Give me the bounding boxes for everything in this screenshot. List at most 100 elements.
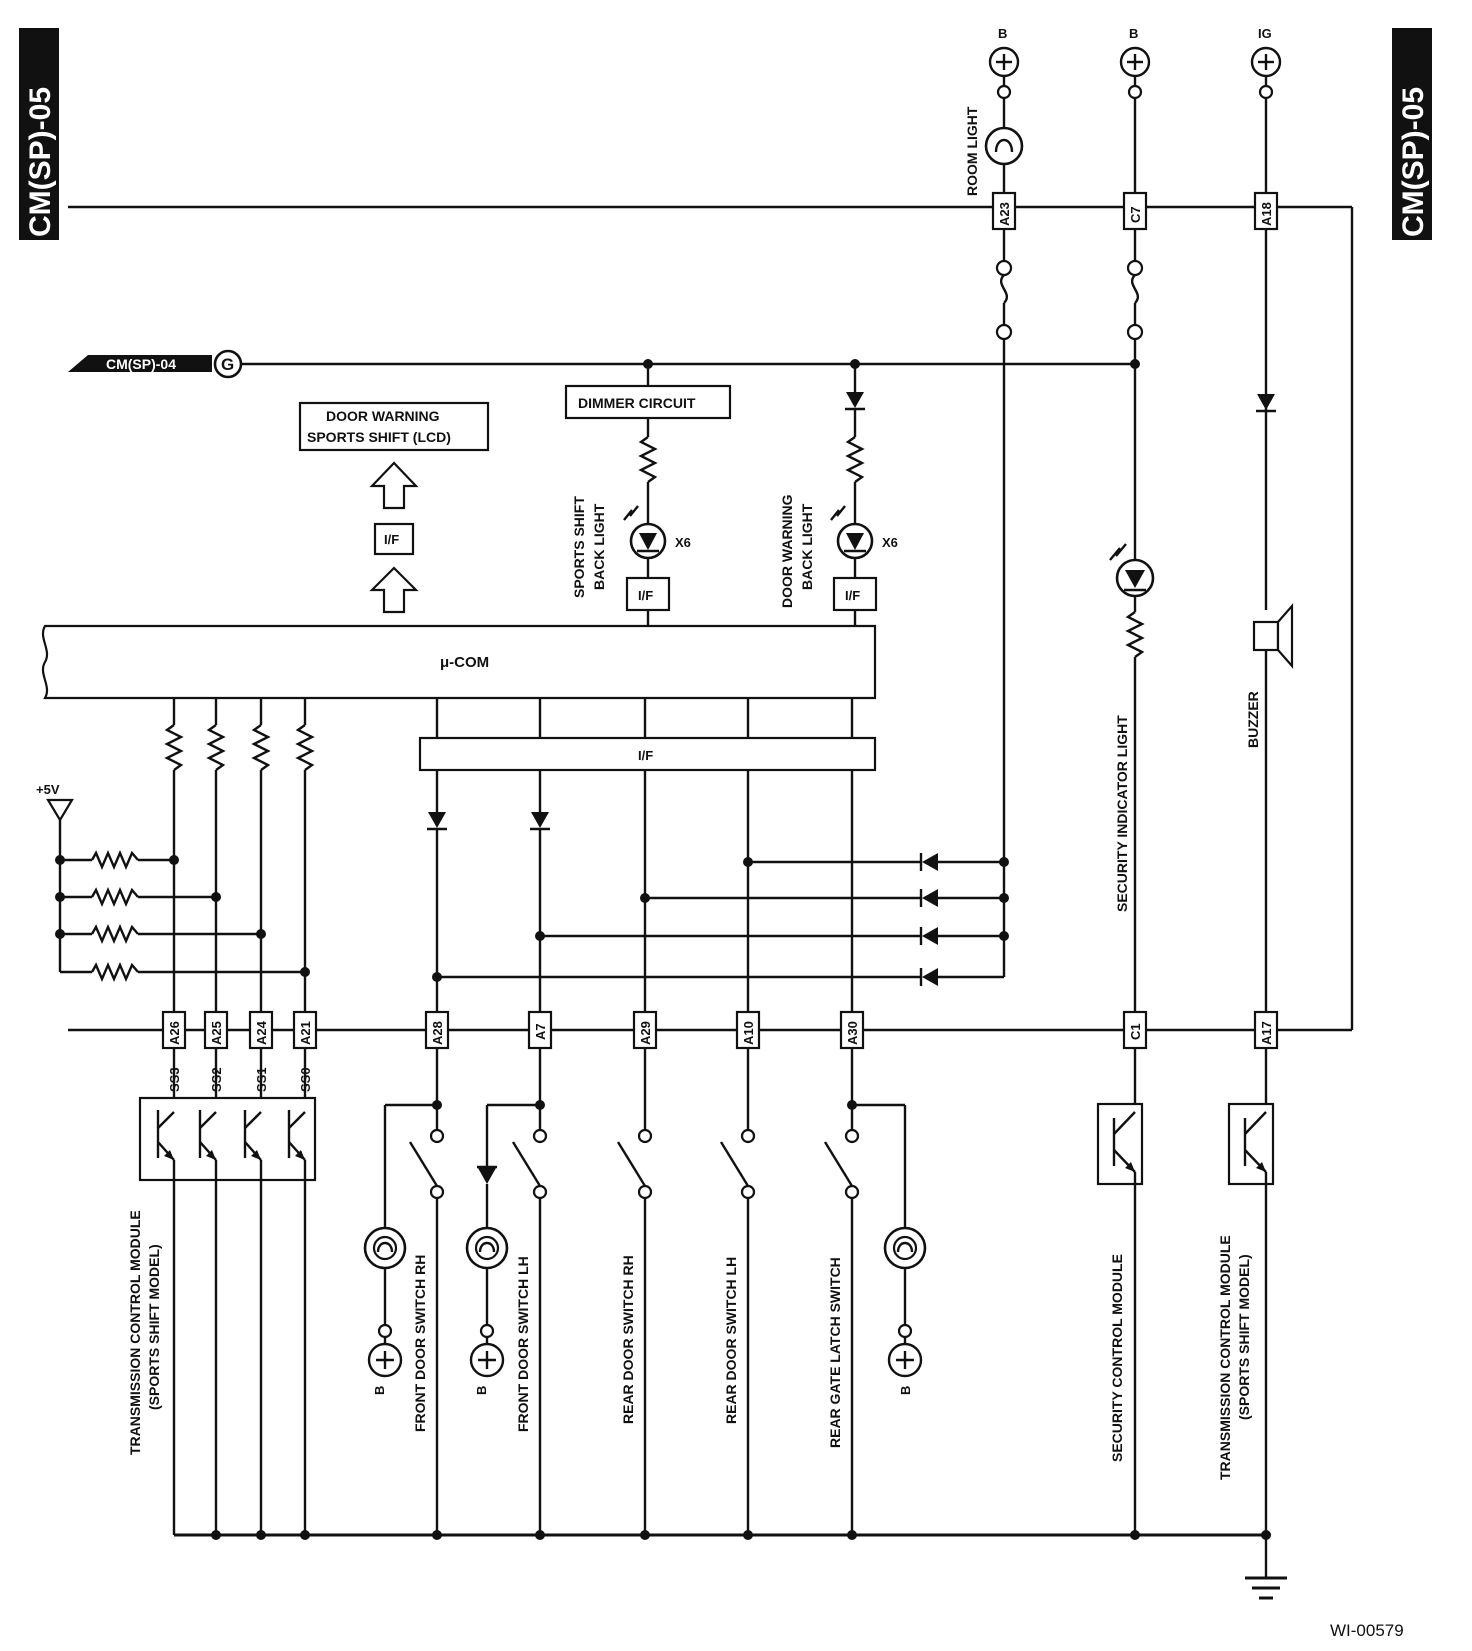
if-box-sports: I/F [625, 576, 671, 612]
dimmer-circuit-box: DIMMER CIRCUIT [564, 384, 732, 420]
ground-ref-label: CM(SP)-04 [106, 356, 176, 372]
front-door-lh-lamp [465, 1226, 509, 1270]
svg-text:A23: A23 [997, 202, 1012, 226]
rear-door-switch-rh [616, 1128, 653, 1200]
pin-a17: A17 [1253, 1010, 1279, 1050]
door-warning-back-light-led [830, 505, 874, 560]
up-arrow-lower [369, 566, 419, 614]
pin-a30: A30 [839, 1010, 865, 1050]
front-door-switch-rh-label: FRONT DOOR SWITCH RH [412, 1255, 428, 1432]
connector-tab-left: CM(SP)-05 [19, 28, 59, 240]
front-door-rh-b: B [372, 1386, 387, 1395]
svg-text:I/F: I/F [638, 748, 653, 763]
ground-ref-tag: CM(SP)-04 G [68, 349, 243, 379]
svg-text:A7: A7 [533, 1023, 548, 1040]
rear-door-switch-lh-label: REAR DOOR SWITCH LH [723, 1257, 739, 1424]
plus5v-source: +5V [36, 782, 74, 823]
fuse-security [1126, 229, 1144, 341]
svg-text:A26: A26 [167, 1021, 182, 1045]
security-control-module-label: SECURITY CONTROL MODULE [1109, 1254, 1125, 1462]
tcm-left-label-2: (SPORTS SHIFT MODEL) [146, 1244, 162, 1410]
svg-text:A17: A17 [1259, 1021, 1274, 1045]
mcom-label: μ-COM [440, 654, 489, 671]
rear-door-switch-rh-label: REAR DOOR SWITCH RH [620, 1255, 636, 1424]
svg-text:A30: A30 [845, 1021, 860, 1045]
tcm-left-block [138, 1096, 317, 1182]
power-source-b-room: B [988, 26, 1020, 100]
tcm-right-label-2: (SPORTS SHIFT MODEL) [1236, 1254, 1252, 1420]
svg-text:A21: A21 [298, 1021, 313, 1045]
pin-c1: C1 [1122, 1010, 1148, 1050]
svg-text:I/F: I/F [845, 588, 860, 603]
diode-bus [432, 853, 1004, 986]
tcm-right-label-1: TRANSMISSION CONTROL MODULE [1217, 1235, 1233, 1480]
buzzer-symbol [1252, 603, 1294, 669]
pin-a21: A21 [292, 1010, 318, 1050]
plus5v-label: +5V [36, 782, 60, 797]
door-warning-back-label-2: BACK LIGHT [799, 503, 815, 590]
if-box-door: I/F [832, 576, 878, 612]
sports-shift-label-2: BACK LIGHT [591, 503, 607, 590]
connector-tab-left-label: CM(SP)-05 [24, 87, 57, 237]
pin-a18: A18 [1253, 191, 1279, 231]
up-arrow-upper [369, 461, 419, 510]
pin-a10: A10 [735, 1010, 761, 1050]
pin-a7: A7 [527, 1010, 553, 1050]
if-box-lcd: I/F [373, 522, 415, 556]
connector-tab-right: CM(SP)-05 [1392, 28, 1432, 240]
svg-text:A28: A28 [430, 1021, 445, 1045]
front-door-rh-lamp [363, 1226, 407, 1270]
rear-gate-lamp [883, 1226, 927, 1270]
svg-text:A24: A24 [254, 1020, 269, 1045]
svg-text:C1: C1 [1128, 1023, 1143, 1040]
sports-shift-label-1: SPORTS SHIFT [571, 496, 587, 598]
door-warning-lcd-line2: SPORTS SHIFT (LCD) [307, 429, 451, 445]
power-b-label-1: B [998, 26, 1007, 41]
pin-a23: A23 [991, 191, 1017, 231]
room-light-label: ROOM LIGHT [964, 106, 980, 196]
rear-gate-latch-switch-label: REAR GATE LATCH SWITCH [827, 1257, 843, 1448]
svg-text:A25: A25 [209, 1021, 224, 1045]
pin-a25: A25 [203, 1010, 229, 1050]
door-warning-back-label-1: DOOR WARNING [779, 494, 795, 608]
door-warning-lcd-box: DOOR WARNING SPORTS SHIFT (LCD) [298, 401, 490, 452]
ground-ref-symbol: G [221, 355, 234, 374]
mcom-block: μ-COM [41, 624, 877, 700]
room-light-lamp [984, 126, 1024, 166]
power-b-label-2: B [1129, 26, 1138, 41]
pin-a29: A29 [632, 1010, 658, 1050]
pin-a28: A28 [424, 1010, 450, 1050]
plus5v-pullups [60, 849, 305, 983]
dimmer-circuit-label: DIMMER CIRCUIT [578, 395, 696, 411]
ground-symbol [1245, 1535, 1287, 1600]
rear-gate-latch-switch [823, 1128, 860, 1200]
rear-gate-battery [887, 1342, 923, 1378]
ss-resistor-group [164, 698, 315, 771]
svg-text:A18: A18 [1259, 202, 1274, 226]
power-source-b-security: B [1119, 26, 1151, 100]
svg-text:I/F: I/F [638, 588, 653, 603]
svg-text:C7: C7 [1128, 206, 1143, 223]
rear-door-switch-lh [719, 1128, 756, 1200]
sports-shift-back-light-led [623, 505, 667, 560]
x6-label-2: X6 [882, 535, 898, 550]
tcm-right-block [1227, 1102, 1275, 1186]
security-control-module-block [1096, 1102, 1144, 1186]
power-source-ig: IG [1250, 26, 1282, 100]
security-indicator-led [1109, 543, 1155, 598]
tcm-left-label-1: TRANSMISSION CONTROL MODULE [127, 1210, 143, 1455]
fuse-room [995, 229, 1013, 341]
door-warning-lcd-line1: DOOR WARNING [326, 408, 440, 424]
if-bar: I/F [418, 736, 877, 772]
front-door-rh-battery [367, 1342, 403, 1378]
front-door-switch-lh-label: FRONT DOOR SWITCH LH [515, 1256, 531, 1432]
front-door-switch-rh [408, 1128, 445, 1200]
front-door-switch-lh [511, 1128, 548, 1200]
svg-text:I/F: I/F [384, 532, 399, 547]
pin-a24: A24 [248, 1010, 274, 1050]
buzzer-label: BUZZER [1245, 691, 1261, 748]
x6-label-1: X6 [675, 535, 691, 550]
svg-text:A10: A10 [741, 1021, 756, 1045]
front-door-lh-b: B [474, 1386, 489, 1395]
